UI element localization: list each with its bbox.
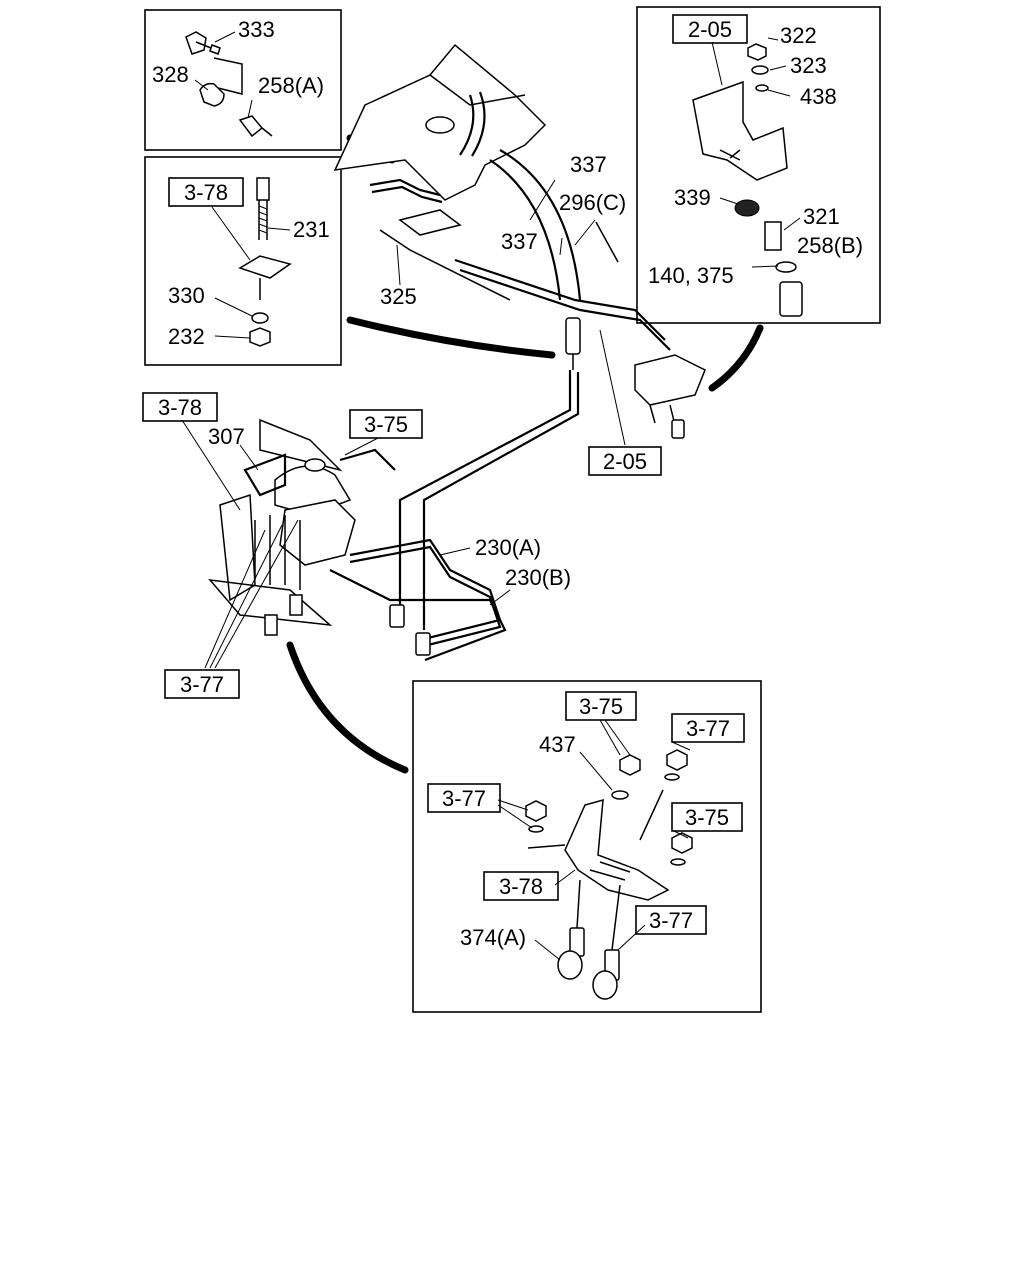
ref-box-3-78-main: 3-78: [142, 392, 218, 422]
callout-321: 321: [803, 204, 840, 229]
ref-box-2-05-main: 2-05: [588, 446, 662, 476]
ref-box-3-77-main: 3-77: [164, 669, 240, 699]
ref-box-3-77-detail-left: 3-77: [427, 783, 501, 813]
callout-437: 437: [539, 732, 576, 757]
callout-230b: 230(B): [505, 565, 571, 590]
inset-frame-bracket: [636, 6, 881, 324]
detail-assembly-drawing: [525, 749, 693, 1000]
inset-frame-fitting: [144, 9, 342, 151]
callout-230a: 230(A): [475, 535, 541, 560]
ref-box-3-78-detail: 3-78: [483, 871, 559, 901]
callout-322: 322: [780, 23, 817, 48]
callout-232: 232: [168, 324, 205, 349]
upper-assembly-drawing: [333, 43, 706, 439]
connector-arc-stud: [346, 316, 556, 359]
ref-box-2-05-top: 2-05: [672, 14, 748, 44]
callout-323: 323: [790, 53, 827, 78]
svg-text:3-75: 3-75: [364, 412, 408, 437]
inset-frame-detail: [412, 680, 762, 1013]
svg-text:3-77: 3-77: [442, 786, 486, 811]
callout-140-375: 140, 375: [648, 263, 734, 288]
callout-337-lower: 337: [501, 229, 538, 254]
callout-258b: 258(B): [797, 233, 863, 258]
ref-box-3-75-detail-right: 3-75: [671, 802, 743, 832]
svg-text:3-75: 3-75: [579, 694, 623, 719]
callout-325: 325: [380, 284, 417, 309]
svg-text:3-78: 3-78: [158, 395, 202, 420]
svg-text:3-77: 3-77: [180, 672, 224, 697]
connector-arc-detail: [286, 641, 409, 774]
svg-text:3-78: 3-78: [184, 180, 228, 205]
svg-text:2-05: 2-05: [603, 449, 647, 474]
callout-296c: 296(C): [559, 190, 626, 215]
callout-307: 307: [208, 424, 245, 449]
ref-box-3-75-detail-top: 3-75: [565, 691, 637, 721]
inset-frame-stud: [144, 156, 342, 366]
svg-text:3-75: 3-75: [685, 805, 729, 830]
svg-text:3-77: 3-77: [649, 908, 693, 933]
connector-arc-bracket: [708, 324, 764, 392]
callout-333: 333: [238, 17, 275, 42]
lower-assembly-drawing: [208, 370, 580, 662]
ref-box-3-77-detail-right: 3-77: [671, 713, 745, 743]
callout-258a: 258(A): [258, 73, 324, 98]
callout-337-upper: 337: [570, 152, 607, 177]
ref-box-3-77-detail-bottom: 3-77: [635, 905, 707, 935]
bracket-assembly-drawing: [692, 43, 803, 317]
svg-text:3-78: 3-78: [499, 874, 543, 899]
callout-339: 339: [674, 185, 711, 210]
svg-text:2-05: 2-05: [688, 17, 732, 42]
callout-330: 330: [168, 283, 205, 308]
callout-328: 328: [152, 62, 189, 87]
ref-box-3-78-inset: 3-78: [168, 177, 244, 207]
stud-assembly-drawing: [238, 177, 292, 347]
svg-text:3-77: 3-77: [686, 716, 730, 741]
callout-374a: 374(A): [460, 925, 526, 950]
ref-box-3-75-main: 3-75: [349, 409, 423, 439]
callout-231: 231: [293, 217, 330, 242]
callout-438: 438: [800, 84, 837, 109]
